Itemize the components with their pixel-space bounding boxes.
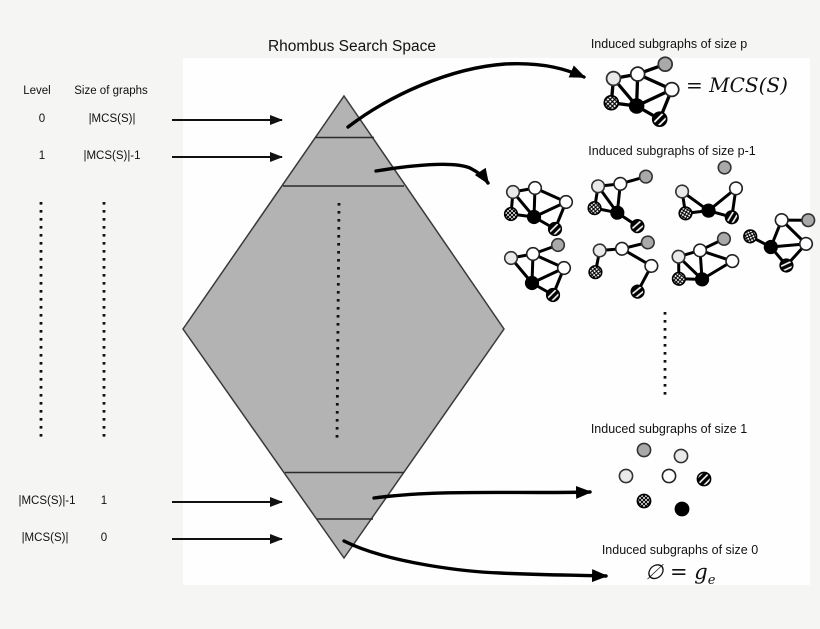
rhombus-shape	[182, 94, 505, 560]
graph-node-light	[505, 184, 521, 200]
graph-node-light	[675, 184, 690, 199]
graph-node-gray	[550, 237, 566, 253]
mcs-graph	[603, 56, 680, 128]
subgraph-minus-t	[675, 160, 744, 225]
size-value: |MCS(S)|-1	[83, 150, 141, 162]
subgraph-minus-g	[503, 180, 574, 237]
level-value: 0	[38, 113, 46, 125]
label-subgraphs-size-0: Induced subgraphs of size 0	[601, 543, 759, 557]
graph-node-gray	[801, 213, 816, 228]
single-node-gray	[636, 442, 652, 458]
graph-node-light	[592, 243, 607, 258]
graph-node-stripe	[724, 210, 739, 225]
subgraph-minus-x	[503, 237, 572, 303]
label-subgraphs-size-p-1: Induced subgraphs of size p-1	[588, 144, 756, 158]
graph-node-stripe	[630, 219, 645, 234]
graph-node-white	[692, 243, 708, 258]
graph-node-stripe	[547, 221, 563, 237]
graph-node-cross	[588, 265, 603, 280]
graph-node-white	[629, 66, 646, 82]
single-node-light	[618, 468, 634, 484]
single-node-white	[661, 468, 677, 484]
empty-set-equation: ∅ = ge	[645, 560, 716, 589]
subgraph-minus-b	[588, 235, 659, 299]
single-node-cross	[636, 493, 652, 509]
size-value: 1	[100, 495, 108, 507]
graph-node-cross	[743, 229, 758, 244]
level-value: |MCS(S)|	[21, 532, 69, 544]
annotation-arrow	[374, 162, 490, 185]
subgraph-minus-r	[587, 169, 653, 234]
graph-node-cross	[587, 200, 602, 216]
subgraph-minus-l	[743, 213, 816, 273]
graph-node-black	[610, 205, 625, 220]
annotation-arrow	[346, 61, 586, 129]
figure-title: Rhombus Search Space	[267, 38, 437, 55]
graph-node-light	[605, 70, 622, 87]
graph-node-black	[694, 272, 710, 287]
graph-node-black	[763, 239, 778, 255]
graph-node-white	[663, 81, 680, 98]
mcs-equation: = MCS(S)	[686, 73, 788, 97]
size-value: |MCS(S)|	[88, 113, 136, 125]
annotation-arrow	[342, 539, 608, 583]
graph-node-stripe	[630, 284, 645, 299]
graph-node-stripe	[651, 111, 668, 128]
graph-node-gray	[717, 160, 732, 175]
graph-node-white	[644, 258, 659, 274]
graph-node-cross	[671, 271, 686, 286]
label-subgraphs-size-1: Induced subgraphs of size 1	[590, 422, 748, 436]
graph-node-black	[526, 209, 542, 225]
graph-node-gray	[657, 56, 674, 73]
graph-node-gray	[638, 169, 653, 184]
graph-node-gray	[640, 235, 655, 250]
annotation-arrow	[372, 485, 592, 500]
graph-node-stripe	[545, 287, 561, 303]
graph-node-light	[503, 250, 519, 266]
single-node-stripe	[696, 471, 712, 487]
graph-node-cross	[678, 206, 693, 221]
graph-node-white	[614, 241, 630, 256]
graph-node-black	[628, 98, 645, 114]
single-node-light	[673, 448, 689, 464]
graph-node-gray	[716, 231, 732, 246]
column-header-size: Size of graphs	[74, 85, 148, 97]
graph-node-cross	[603, 94, 620, 111]
graph-node-white	[774, 213, 789, 228]
level-value: |MCS(S)|-1	[18, 495, 76, 507]
graph-node-white	[725, 254, 740, 269]
graph-node-black	[524, 275, 540, 291]
graph-node-white	[613, 176, 628, 191]
graph-node-white	[527, 180, 543, 196]
column-header-level: Level	[23, 85, 51, 97]
graph-node-black	[701, 203, 716, 218]
graph-node-white	[798, 236, 814, 251]
graph-node-white	[728, 181, 744, 196]
graph-node-light	[591, 179, 606, 194]
graph-node-white	[525, 246, 541, 262]
graph-node-cross	[503, 206, 519, 222]
level-value: 1	[38, 150, 46, 162]
graph-node-stripe	[779, 258, 794, 273]
single-node-black	[674, 501, 690, 517]
graph-node-light	[671, 249, 686, 264]
label-subgraphs-size-p: Induced subgraphs of size p	[590, 37, 748, 51]
size-value: 0	[100, 532, 108, 544]
graph-node-white	[556, 260, 572, 276]
subgraph-minus-h	[671, 231, 740, 287]
graph-node-white	[558, 194, 574, 210]
